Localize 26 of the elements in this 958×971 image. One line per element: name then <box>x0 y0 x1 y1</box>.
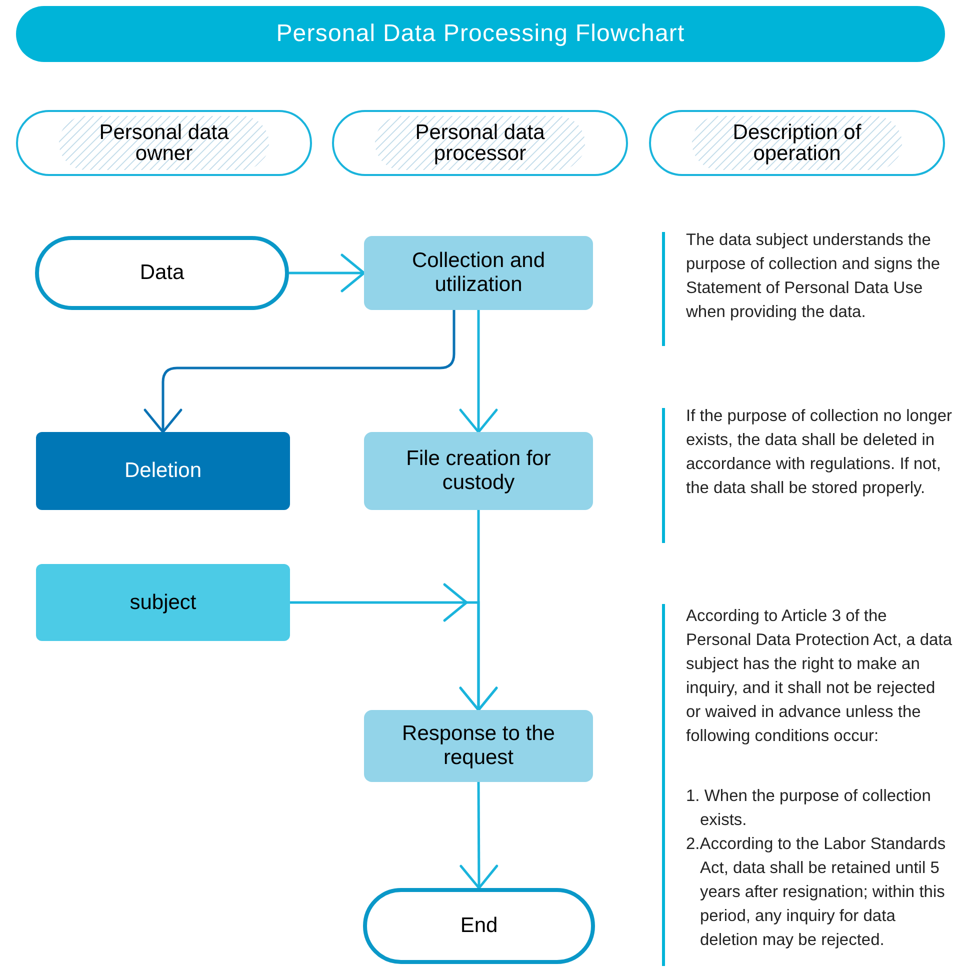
node-label: File creation for custody <box>405 447 552 495</box>
process-box <box>364 236 593 310</box>
arrow <box>290 583 498 712</box>
node-label: subject <box>128 590 198 616</box>
process-box <box>364 432 593 510</box>
list-item: 1. When the purpose of collection exists. <box>686 786 932 831</box>
node-label: Data <box>138 260 186 286</box>
arrow <box>460 782 498 890</box>
header-label: Personal data processor <box>375 116 585 170</box>
process-box <box>364 710 593 782</box>
process-box <box>36 432 290 510</box>
list-item: 2.According to the Labor Standards Act, data shall be retained until 5 years after resignation; within this period, any inquiry for data deletion may be rejected. <box>686 834 947 951</box>
arrow <box>459 310 498 434</box>
arrow <box>144 310 456 434</box>
title-banner: Personal Data Processing Flowchart <box>16 6 945 62</box>
node-label: Collection and utilization <box>410 249 546 297</box>
description-text: If the purpose of collection no longer exists, the data shall be deleted in accordance with regulations. If not, the data shall be stored properly. <box>686 406 954 499</box>
description-text: According to Article 3 of the Personal Data Protection Act, a data subject has the right to make an inquiry, and it shall not be rejected or waived in advance unless the following conditions occur: <box>686 606 953 747</box>
description-text: The data subject understands the purpose of collection and signs the Statement of Personal Data Use when providing the data. <box>686 230 942 323</box>
node-label: Deletion <box>123 458 203 484</box>
header-label: Personal data owner <box>59 116 269 170</box>
input-box <box>36 564 290 641</box>
node-label: Response to the request <box>401 722 556 770</box>
header-label: Description of operation <box>692 116 902 170</box>
arrow <box>289 254 366 292</box>
node-label: End <box>459 913 499 940</box>
